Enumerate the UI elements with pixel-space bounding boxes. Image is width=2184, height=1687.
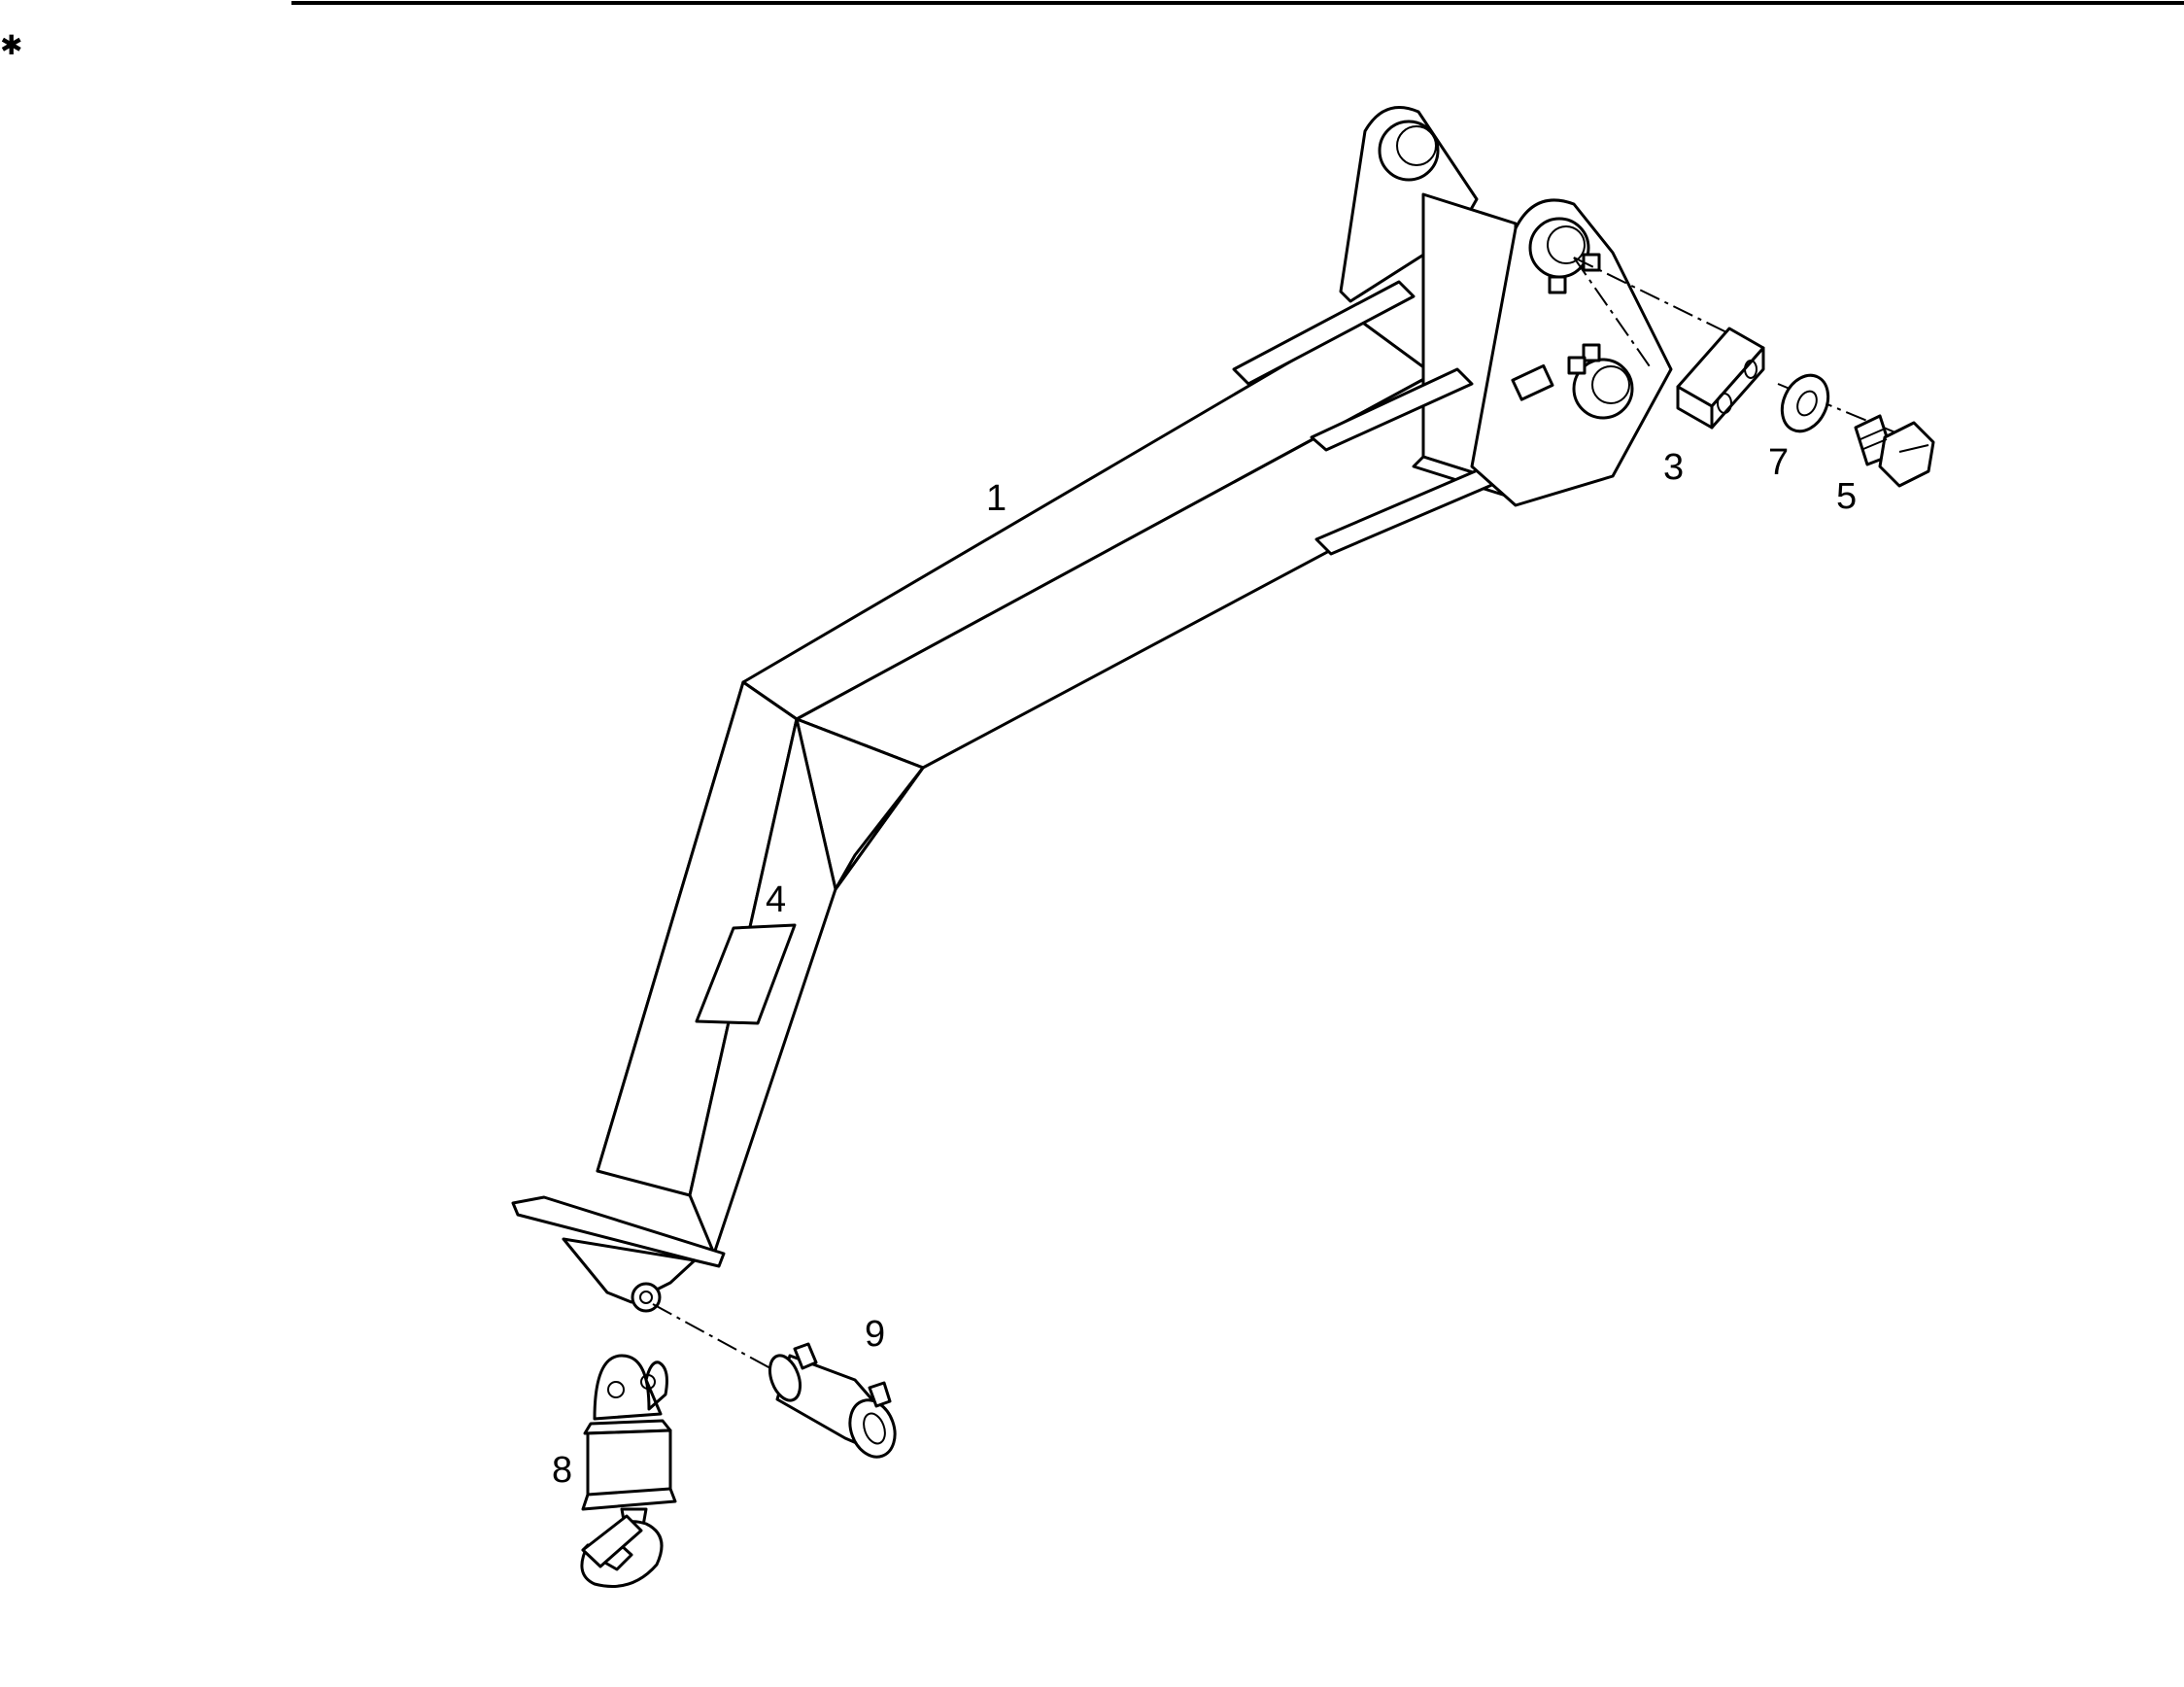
hook-part [580,1354,677,1588]
bracket-part [1676,327,1765,430]
callout-3: 3 [1663,447,1684,488]
corner-mark: ✱ [0,29,22,61]
callout-1: 1 [986,478,1007,519]
pin-part [768,1342,897,1459]
callout-4: 4 [766,879,786,920]
id-plate-part [695,923,797,1025]
callout-7: 7 [1768,442,1789,483]
bolt-part [1854,414,1935,488]
callout-5: 5 [1836,476,1857,517]
callout-9: 9 [865,1314,885,1355]
washer-part [1780,373,1830,433]
boom-part [511,106,1673,1313]
callout-8: 8 [552,1450,572,1491]
